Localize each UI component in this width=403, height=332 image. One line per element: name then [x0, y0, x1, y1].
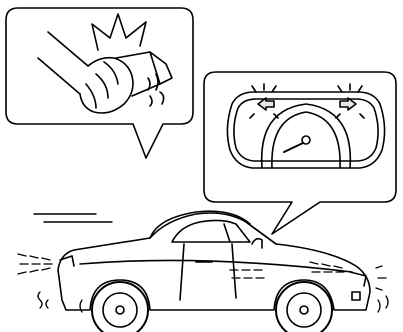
instrument-cluster-callout [204, 72, 396, 234]
front-wheel [276, 282, 332, 332]
convertible-car-side-view-icon [58, 211, 370, 332]
callout-bubble [204, 72, 396, 234]
motion-lines-icon [34, 214, 112, 222]
hazard-switch-callout [6, 8, 193, 158]
rear-wheel [92, 282, 148, 332]
